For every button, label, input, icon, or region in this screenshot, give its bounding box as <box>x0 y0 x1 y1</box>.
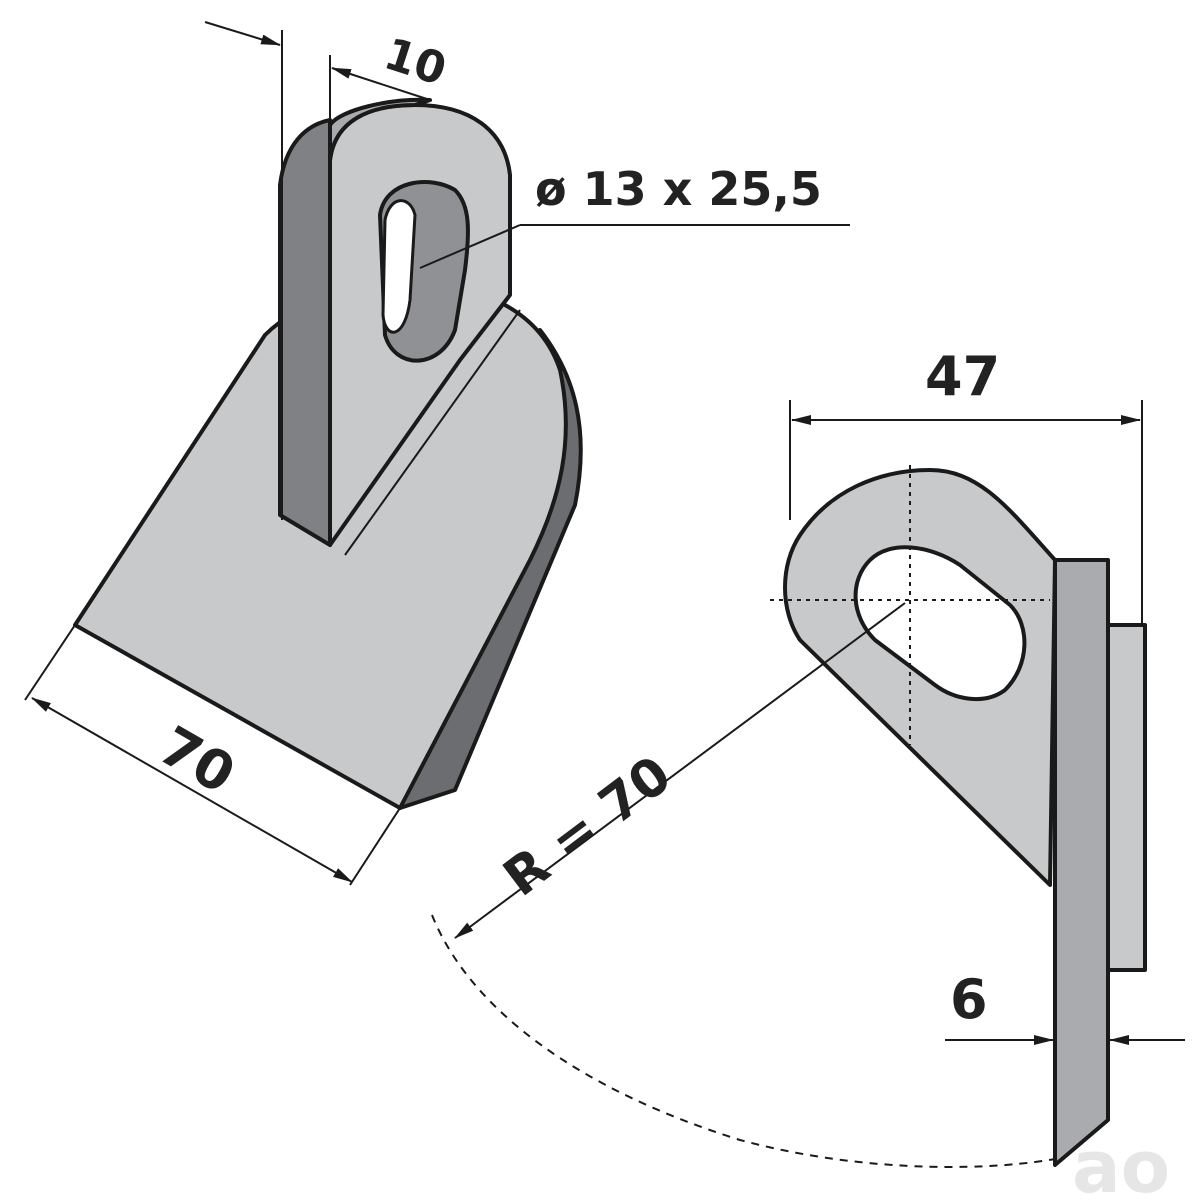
side-blade-body <box>1053 558 1110 1167</box>
tab-top-edge <box>328 97 432 162</box>
radius-arc <box>431 914 1061 1168</box>
dimension-blade-thickness: 6 <box>945 968 1185 1045</box>
offset-label: 47 <box>925 345 1000 408</box>
tab-side-edge <box>278 118 332 547</box>
dimension-offset: 47 <box>789 345 1143 625</box>
backing-plate <box>1103 623 1147 972</box>
bevel-line <box>344 309 521 556</box>
side-slot-hole <box>853 545 1027 702</box>
side-tab-plate <box>783 468 1057 887</box>
dimension-slot: ø 13 x 25,5 <box>419 162 850 269</box>
slot-size-label: ø 13 x 25,5 <box>535 162 822 216</box>
blade-side-view: 47 R = 70 6 <box>431 345 1185 1168</box>
logo-text: ao <box>1072 1125 1170 1200</box>
blade-thickness-label: 6 <box>950 968 988 1031</box>
radius-label: R = 70 <box>493 745 683 909</box>
blade-3d-view: 10 ø 13 x 25,5 70 <box>24 21 850 886</box>
width-label: 70 <box>149 714 246 806</box>
slot-inner-light <box>381 199 417 334</box>
brand-watermark-icon: ao <box>1072 1125 1170 1200</box>
